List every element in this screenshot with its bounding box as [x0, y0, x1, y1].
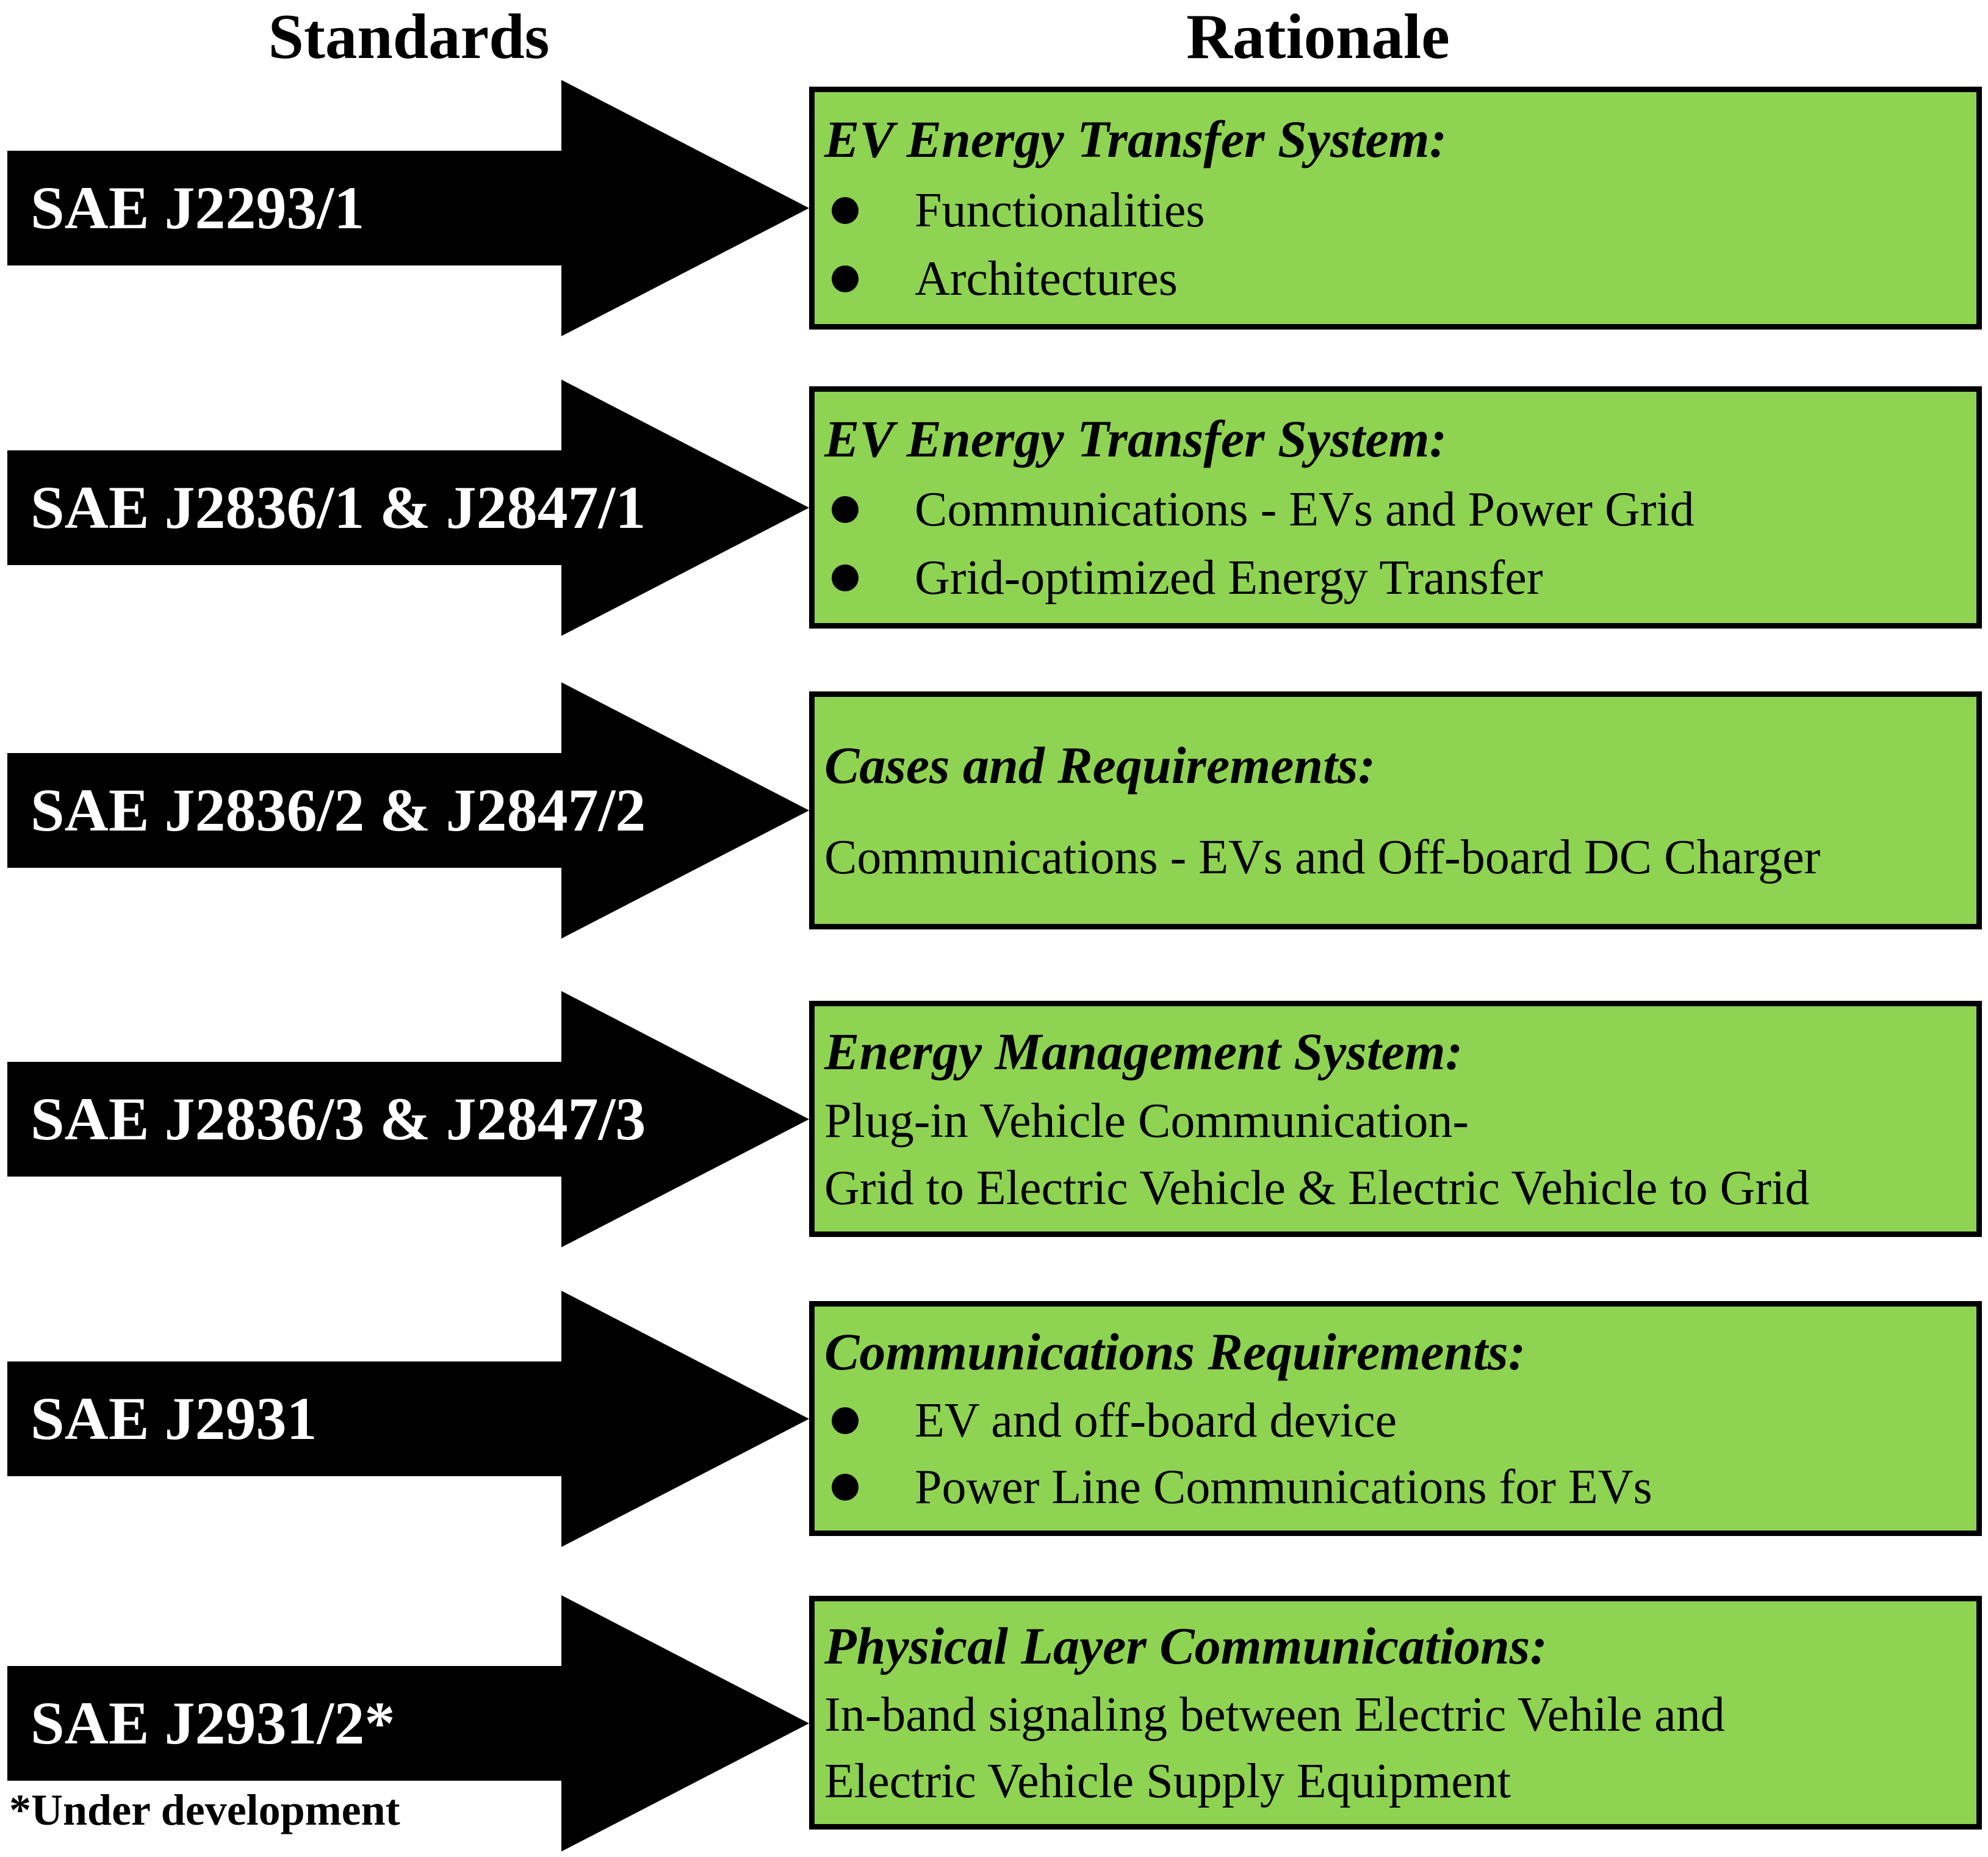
- arrow-body: SAE J2836/1 & J2847/1: [7, 450, 646, 565]
- standard-arrow: SAE J2836/2 & J2847/2: [7, 682, 809, 939]
- bullet-item: EV and off-board device: [824, 1391, 1965, 1450]
- standard-label: SAE J2836/3 & J2847/3: [31, 1084, 646, 1153]
- bullet-text: Communications - EVs and Power Grid: [915, 483, 1694, 537]
- rationale-box: Energy Management System: Plug-in Vehicl…: [809, 1001, 1982, 1237]
- bullet-icon: [832, 265, 859, 292]
- arrow-body: SAE J2931: [7, 1361, 561, 1476]
- standard-arrow: SAE J2931/2*: [7, 1595, 809, 1852]
- standard-row-j2836-2: SAE J2836/2 & J2847/2 Cases and Requirem…: [0, 682, 1988, 939]
- arrow-head-icon: [561, 1290, 809, 1547]
- arrow-head-icon: [561, 682, 809, 939]
- standard-row-j2931: SAE J2931 Communications Requirements: E…: [0, 1290, 1988, 1547]
- rationale-box: Cases and Requirements: Communications -…: [809, 691, 1982, 929]
- standard-row-j2931-2: SAE J2931/2* Physical Layer Communicatio…: [0, 1595, 1988, 1852]
- bullet-item: Power Line Communications for EVs: [824, 1458, 1965, 1516]
- arrow-head-icon: [561, 80, 809, 336]
- rationale-title: Communications Requirements:: [824, 1322, 1526, 1381]
- bullet-icon: [832, 1474, 859, 1501]
- standard-row-j2836-3: SAE J2836/3 & J2847/3 Energy Management …: [0, 990, 1988, 1247]
- bullet-item: Grid-optimized Energy Transfer: [824, 549, 1965, 607]
- rationale-title: Cases and Requirements:: [824, 735, 1376, 795]
- rationale-line: In-band signaling between Electric Vehil…: [824, 1688, 1725, 1742]
- bullet-icon: [832, 564, 859, 592]
- standard-arrow: SAE J2836/3 & J2847/3: [7, 990, 809, 1247]
- standard-arrow: SAE J2293/1: [7, 80, 809, 336]
- under-development-footnote: *Under development: [9, 1786, 400, 1834]
- rationale-line: Communications - EVs and Off-board DC Ch…: [824, 831, 1821, 885]
- arrow-body: SAE J2931/2*: [7, 1665, 561, 1781]
- bullet-icon: [832, 197, 859, 224]
- bullet-icon: [832, 1407, 859, 1435]
- bullet-item: Architectures: [824, 250, 1965, 308]
- bullet-text: EV and off-board device: [915, 1394, 1397, 1448]
- rationale-line: Electric Vehicle Supply Equipment: [824, 1754, 1511, 1808]
- rationale-title: EV Energy Transfer System:: [824, 110, 1447, 169]
- rationale-box: EV Energy Transfer System: Functionaliti…: [809, 87, 1982, 330]
- bullet-item: Communications - EVs and Power Grid: [824, 480, 1965, 539]
- rationale-line: Plug-in Vehicle Communication-: [824, 1094, 1469, 1148]
- arrow-body: SAE J2836/3 & J2847/3: [7, 1061, 646, 1177]
- standard-label: SAE J2931: [31, 1384, 317, 1452]
- column-header-rationale: Rationale: [1186, 1, 1450, 72]
- rationale-line: Grid to Electric Vehicle & Electric Vehi…: [824, 1161, 1810, 1215]
- standard-row-j2836-1: SAE J2836/1 & J2847/1 EV Energy Transfer…: [0, 379, 1988, 636]
- standard-row-j2293-1: SAE J2293/1 EV Energy Transfer System: F…: [0, 80, 1988, 336]
- arrow-body: SAE J2836/2 & J2847/2: [7, 753, 646, 868]
- rationale-box: Physical Layer Communications: In-band s…: [809, 1596, 1982, 1830]
- standard-label: SAE J2836/1 & J2847/1: [31, 473, 646, 541]
- standard-label: SAE J2836/2 & J2847/2: [31, 776, 646, 844]
- standard-label: SAE J2931/2*: [31, 1689, 395, 1757]
- standard-arrow: SAE J2931: [7, 1290, 809, 1547]
- bullet-text: Grid-optimized Energy Transfer: [915, 551, 1543, 605]
- bullet-text: Power Line Communications for EVs: [915, 1460, 1652, 1515]
- bullet-item: Functionalities: [824, 181, 1965, 240]
- rationale-box: Communications Requirements: EV and off-…: [809, 1301, 1982, 1536]
- bullet-icon: [832, 496, 859, 524]
- column-header-standards: Standards: [268, 1, 550, 72]
- arrow-head-icon: [561, 990, 809, 1247]
- rationale-title: EV Energy Transfer System:: [824, 409, 1447, 468]
- standard-label: SAE J2293/1: [31, 174, 365, 242]
- arrow-body: SAE J2293/1: [7, 151, 561, 265]
- rationale-title: Energy Management System:: [824, 1022, 1463, 1081]
- rationale-box: EV Energy Transfer System: Communication…: [809, 386, 1982, 629]
- standard-arrow: SAE J2836/1 & J2847/1: [7, 379, 809, 636]
- arrow-head-icon: [561, 379, 809, 636]
- bullet-text: Functionalities: [915, 183, 1205, 237]
- bullet-text: Architectures: [915, 251, 1178, 306]
- rationale-title: Physical Layer Communications:: [824, 1617, 1547, 1676]
- arrow-head-icon: [561, 1595, 809, 1852]
